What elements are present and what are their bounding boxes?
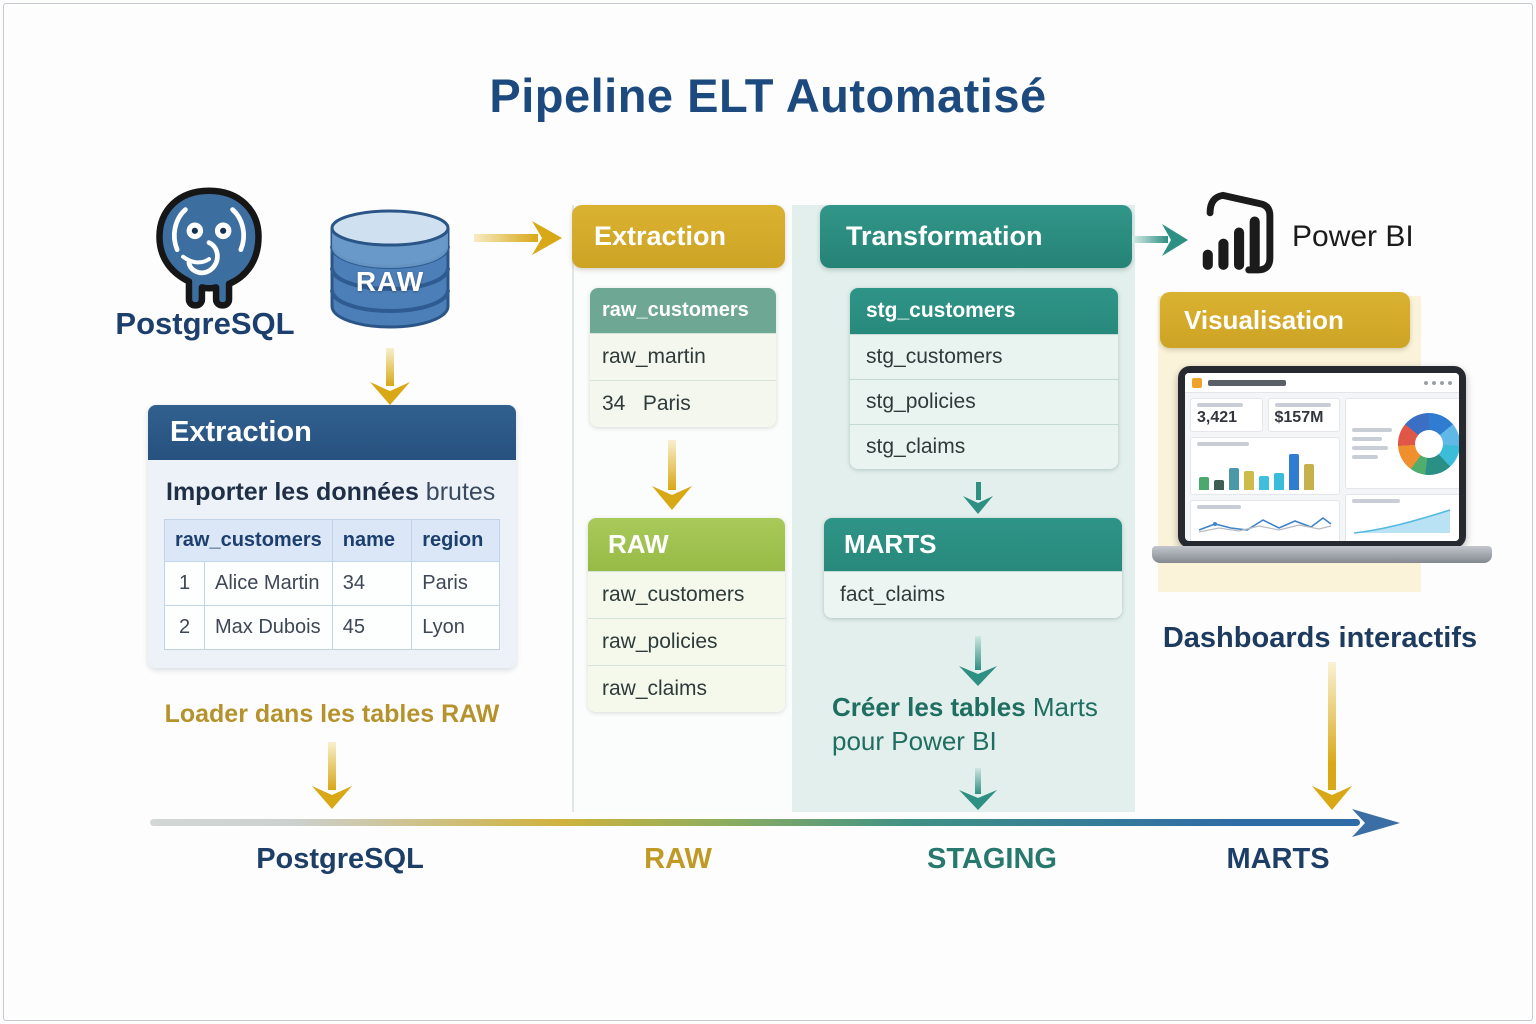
raw-database-label: RAW — [355, 266, 425, 297]
mini-bar-chart-bars — [1197, 450, 1333, 490]
timeline-label-postgresql: PostgreSQL — [256, 843, 424, 875]
timeline-arrowhead — [1352, 809, 1400, 837]
arrow-transformation-to-powerbi — [1132, 224, 1188, 256]
marts-caption: Créer les tables Marts pour Power BI — [832, 692, 1098, 756]
mini-area-chart — [1345, 494, 1459, 541]
stg-customers-card: stg_customers stg_customers stg_policies… — [850, 288, 1118, 469]
mini-bar-chart — [1190, 437, 1340, 495]
extraction-description: Importer les données brutes — [166, 478, 496, 506]
dashboard-screen: 3,421 $157M — [1185, 373, 1459, 541]
powerbi-label: Power BI — [1292, 220, 1414, 253]
area-chart-svg — [1353, 509, 1451, 534]
pipeline-timeline — [150, 819, 1360, 826]
skeleton-line — [1197, 505, 1241, 509]
marts-card: MARTS fact_claims — [824, 518, 1122, 618]
transformation-stage-header: Transformation — [820, 205, 1132, 268]
arrow-marts-to-caption — [959, 636, 997, 686]
arrow-caption-to-timeline — [959, 768, 997, 810]
kpi-value: $157M — [1274, 409, 1324, 426]
kpi-value: 3,421 — [1197, 409, 1238, 426]
mini-line-chart — [1190, 500, 1340, 541]
dashboard-app-icon — [1192, 377, 1202, 388]
line-chart-svg — [1198, 517, 1332, 533]
kpi-card: 3,421 — [1190, 398, 1263, 432]
raw-customers-table: raw_customers name region 1 Alice Martin… — [164, 519, 500, 650]
arrow-source-to-extract-card — [370, 348, 410, 405]
extraction-detail-card: Extraction Importer les données brutes r… — [148, 405, 516, 668]
postgresql-label: PostgreSQL — [115, 306, 295, 341]
timeline-label-staging: STAGING — [927, 843, 1057, 875]
table-row: 2 Max Dubois 45 Lyon — [164, 605, 500, 650]
skeleton-line — [1274, 403, 1331, 407]
titlebar-icons — [1424, 380, 1452, 385]
arrow-extraction-to-raw — [652, 440, 692, 510]
timeline-label-raw: RAW — [644, 843, 712, 875]
laptop: 3,421 $157M — [1178, 366, 1466, 548]
page-title: Pipeline ELT Automatisé — [489, 69, 1047, 122]
skeleton-line — [1197, 442, 1249, 446]
loader-caption: Loader dans les tables RAW — [164, 700, 500, 728]
col-region: region — [411, 519, 500, 562]
timeline-label-marts: MARTS — [1226, 843, 1330, 875]
table-row: 1 Alice Martin 34 Paris — [164, 561, 500, 606]
postgresql-elephant-icon — [156, 187, 262, 309]
raw-customers-card: raw_customers raw_martin 34 Paris — [590, 288, 776, 427]
donut-legend — [1352, 428, 1392, 459]
skeleton-line — [1208, 379, 1286, 386]
skeleton-line — [1197, 403, 1243, 407]
mini-donut-chart-card — [1345, 398, 1459, 489]
laptop-base — [1152, 546, 1492, 563]
arrow-source-to-extraction — [474, 221, 562, 255]
raw-database-icon — [330, 209, 450, 329]
raw-schema-card: RAW raw_customers raw_policies raw_claim… — [588, 518, 785, 712]
dashboard-titlebar — [1185, 373, 1459, 393]
arrow-viz-to-timeline — [1312, 662, 1352, 810]
donut-chart — [1398, 412, 1459, 475]
dashboards-caption: Dashboards interactifs — [1162, 622, 1478, 654]
col-name: name — [331, 519, 413, 562]
skeleton-line — [1352, 499, 1400, 503]
extraction-card-header: Extraction — [148, 405, 516, 460]
powerbi-icon — [1202, 191, 1274, 274]
kpi-card: $157M — [1267, 398, 1340, 432]
col-raw-customers: raw_customers — [164, 519, 333, 562]
table-header-row: raw_customers name region — [164, 519, 500, 562]
extraction-stage-header: Extraction — [572, 205, 785, 268]
visualisation-header: Visualisation — [1160, 292, 1410, 348]
arrow-stg-to-marts — [963, 482, 993, 514]
arrow-loader-to-timeline — [312, 742, 352, 809]
